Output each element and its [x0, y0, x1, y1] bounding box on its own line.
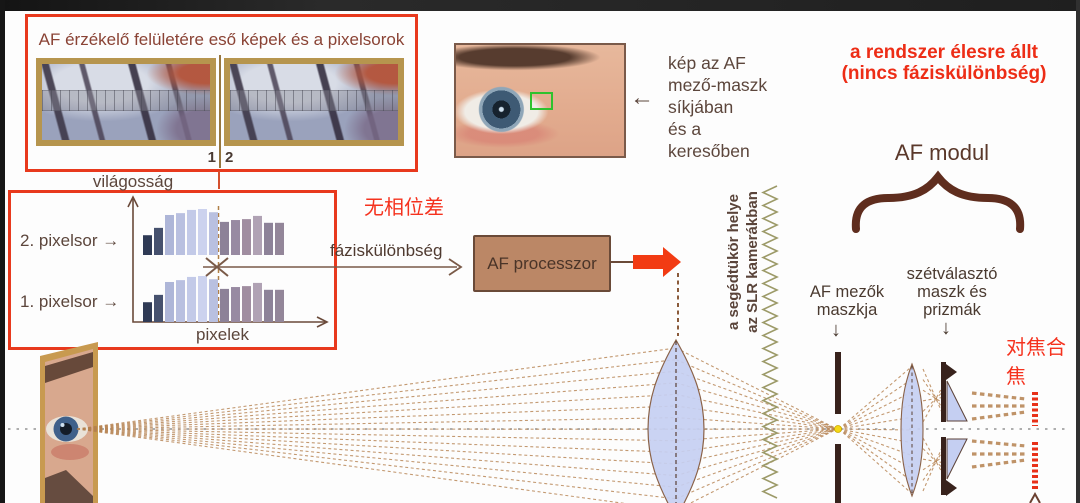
status-line: (nincs fáziskülönbség) [841, 63, 1047, 84]
separator-line: prizmák [923, 301, 981, 319]
left-dark-edge [0, 0, 5, 503]
eyebrow-shape [45, 352, 93, 383]
viewfinder-caption: kép az AF mező-maszk síkjában és a keres… [668, 52, 767, 162]
top-dark-bar [0, 0, 1080, 11]
subject-image-plane [40, 342, 98, 503]
image-2-label: 2 [225, 149, 234, 166]
light-ray-fans [76, 347, 945, 503]
field-mask-label: AF mezők maszkja [795, 283, 899, 319]
af-module-brace [851, 170, 1025, 233]
right-dark-edge [1076, 0, 1080, 503]
brightness-bars [143, 209, 284, 322]
phase-difference-indicator [203, 257, 463, 277]
focal-point-dot [834, 425, 842, 433]
mirror-position-zigzag [761, 185, 779, 499]
in-focus-chinese-note: 对焦合焦 [1006, 337, 1066, 388]
af-field-mask [834, 352, 842, 503]
field-mask-line: maszkja [816, 301, 878, 319]
separator-mask [941, 362, 957, 496]
sensor-caret-mark [1029, 491, 1041, 503]
pixel-chart-panel [8, 190, 337, 350]
af-module-label: AF modul [894, 140, 990, 165]
status-line: a rendszer élesre állt [850, 42, 1038, 63]
row1-label: 1. pixelsor → [20, 292, 120, 311]
field-mask-down-arrow: ↓ [831, 319, 841, 341]
caption-line: mező-maszk [668, 75, 768, 95]
af-processor-box: AF processzor [473, 235, 611, 292]
image-1-label: 1 [207, 149, 216, 166]
caption-line: síkjában [668, 97, 734, 117]
mirror-position-note: a segédtükör helye az SLR kamerákban [724, 187, 764, 337]
pixel-row-overlay [42, 89, 210, 111]
caption-line: keresőben [668, 141, 750, 161]
sensor-images-panel: AF érzékelő felületére eső képek és a pi… [25, 14, 418, 172]
mirror-note-line: a segédtükör helye [725, 194, 742, 330]
caption-line: kép az AF [668, 53, 746, 73]
af-processor-label: AF processzor [487, 253, 597, 273]
phase-difference-label: fáziskülönbség [330, 241, 443, 260]
separator-down-arrow: ↓ [941, 317, 951, 339]
row2-label: 2. pixelsor → [20, 231, 120, 250]
sensor-image-1 [36, 58, 216, 146]
drive-arrow-red [633, 247, 681, 277]
separator-line: szétválasztó [906, 265, 998, 283]
secondary-lens [900, 362, 924, 498]
lower-prism [946, 438, 968, 480]
field-mask-line: AF mezők [809, 283, 885, 301]
no-phase-chinese-note: 无相位差 [364, 197, 444, 219]
x-axis-label: pixelek [196, 325, 249, 344]
caption-line: és a [668, 119, 702, 139]
sensor-panel-title: AF érzékelő felületére eső képek és a pi… [38, 30, 405, 49]
split-ray-bundles [971, 391, 1027, 469]
pixel-row-overlay [230, 89, 398, 111]
strip-divider-line [219, 55, 221, 168]
sensor-image-2 [224, 58, 404, 146]
upper-prism [946, 380, 968, 422]
y-axis-label: világosság [92, 172, 174, 191]
af-point-green-box [530, 92, 553, 110]
mirror-note-line: az SLR kamerákban [744, 191, 761, 333]
separator-line: maszk és [917, 283, 987, 301]
focus-status-text: a rendszer élesre állt (nincs fáziskülön… [838, 42, 1050, 84]
viewfinder-eye-photo [454, 43, 626, 158]
separator-label: szétválasztó maszk és prizmák [896, 265, 1008, 319]
left-arrow-glyph: ← [630, 84, 654, 111]
